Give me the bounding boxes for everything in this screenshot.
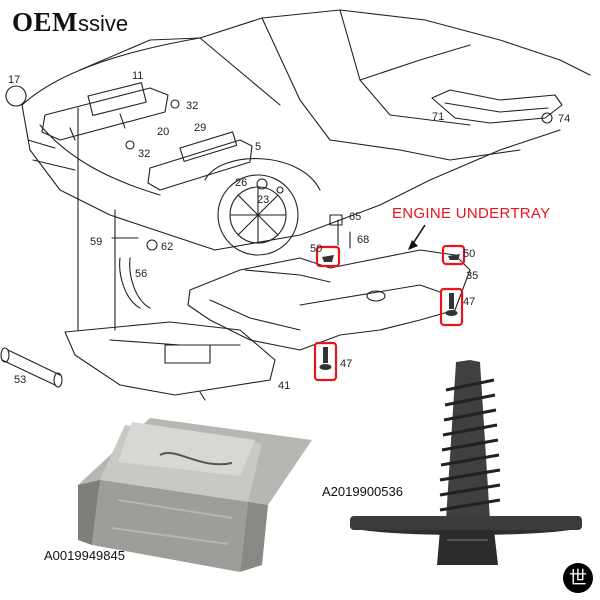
callout-53: 53 — [14, 374, 27, 386]
callout-35: 35 — [466, 270, 479, 282]
lower-splash-shield — [64, 321, 276, 401]
callout-29: 29 — [194, 122, 207, 134]
bolt-icon — [170, 99, 180, 109]
front-wheel — [204, 158, 321, 256]
callout-41: 41 — [278, 380, 291, 392]
screw-part-number: A2019900536 — [322, 484, 403, 499]
callout-5: 5 — [255, 141, 262, 153]
callout-26: 26 — [235, 177, 248, 189]
callout-11: 11 — [132, 70, 144, 82]
engine-undertray-panel — [187, 249, 471, 351]
callout-32-upper: 32 — [186, 100, 199, 112]
logo-tail: ssive — [78, 11, 129, 36]
protective-tube — [0, 347, 63, 388]
rear-trim-panel — [431, 89, 563, 124]
callout-50-right: 50 — [463, 248, 476, 260]
callout-17: 17 — [8, 74, 21, 86]
logo-text: OEM — [12, 7, 78, 37]
callout-62: 62 — [161, 241, 174, 253]
screw-washer-photo — [350, 360, 582, 565]
u-clip-photo — [78, 418, 312, 572]
pointer-arrow — [411, 224, 426, 246]
headlight-bracket — [41, 82, 169, 141]
callout-50-left: 50 — [310, 243, 323, 255]
bumper-bracket — [147, 131, 253, 191]
callout-20: 20 — [157, 126, 170, 138]
diagram-heading: ENGINE UNDERTRAY — [392, 205, 551, 222]
callout-74: 74 — [558, 113, 571, 125]
callout-47-left: 47 — [340, 358, 353, 370]
highlight-boxes — [313, 244, 466, 382]
callout-68: 68 — [357, 234, 370, 246]
callout-59: 59 — [90, 236, 103, 248]
callout-71: 71 — [432, 111, 445, 123]
support-strut — [119, 257, 141, 309]
brand-logo: OEMssive — [12, 6, 128, 40]
callout-32-lower: 32 — [138, 148, 151, 160]
callout-65: 65 — [349, 211, 362, 223]
callout-47-right: 47 — [463, 296, 476, 308]
clip-part-number: A0019949845 — [44, 548, 125, 563]
grommet-icon — [5, 85, 27, 107]
seller-badge-icon: 世 — [563, 563, 593, 593]
callout-56: 56 — [135, 268, 148, 280]
callout-23: 23 — [257, 194, 270, 206]
